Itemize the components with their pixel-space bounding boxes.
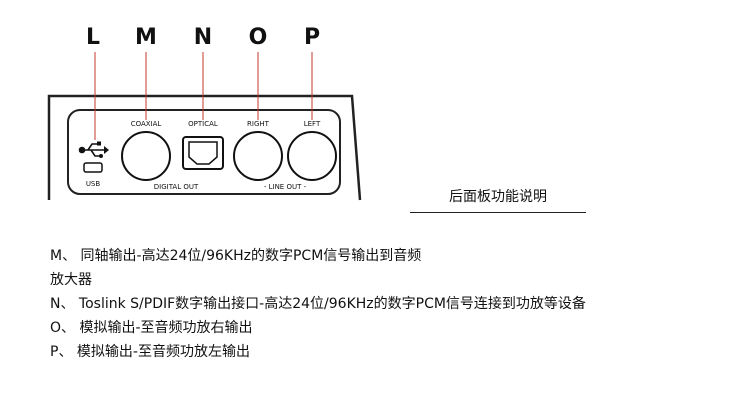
- left-port-label: LEFT: [304, 120, 321, 128]
- callout-letter-m: M: [135, 25, 157, 50]
- left-rca-port: [287, 131, 337, 181]
- coaxial-port: [121, 131, 171, 181]
- usb-port: [83, 162, 103, 173]
- right-port-label: RIGHT: [247, 120, 270, 128]
- device-panel-outline: [47, 94, 362, 201]
- optical-port: [182, 136, 224, 170]
- usb-icon: [78, 141, 109, 158]
- line-out-label: - LINE OUT -: [264, 183, 307, 191]
- callout-letter-l: L: [86, 25, 100, 50]
- callout-letter-o: O: [249, 25, 268, 50]
- description-n: N、 Toslink S/PDIF数字输出接口-高达24位/96KHz的数字PC…: [50, 296, 586, 312]
- usb-port-label: USB: [86, 180, 101, 188]
- callout-letter-n: N: [194, 25, 212, 50]
- callout-letter-p: P: [304, 25, 320, 50]
- description-p: P、 模拟输出-至音频功放左输出: [50, 344, 250, 360]
- section-heading: 后面板功能说明: [410, 186, 586, 213]
- description-o: O、 模拟输出-至音频功放右输出: [50, 320, 253, 336]
- digital-out-label: DIGITAL OUT: [154, 183, 199, 191]
- description-m: M、 同轴输出-高达24位/96KHz的数字PCM信号输出到音频: [50, 248, 422, 264]
- panel-recess: [67, 109, 341, 195]
- right-rca-port: [233, 131, 283, 181]
- optical-port-label: OPTICAL: [188, 120, 218, 128]
- description-m-continued: 放大器: [50, 272, 92, 288]
- rear-panel-diagram: L M N O P USB COAXIAL OPTICAL DIGITAL OU…: [47, 25, 362, 201]
- coaxial-port-label: COAXIAL: [131, 120, 162, 128]
